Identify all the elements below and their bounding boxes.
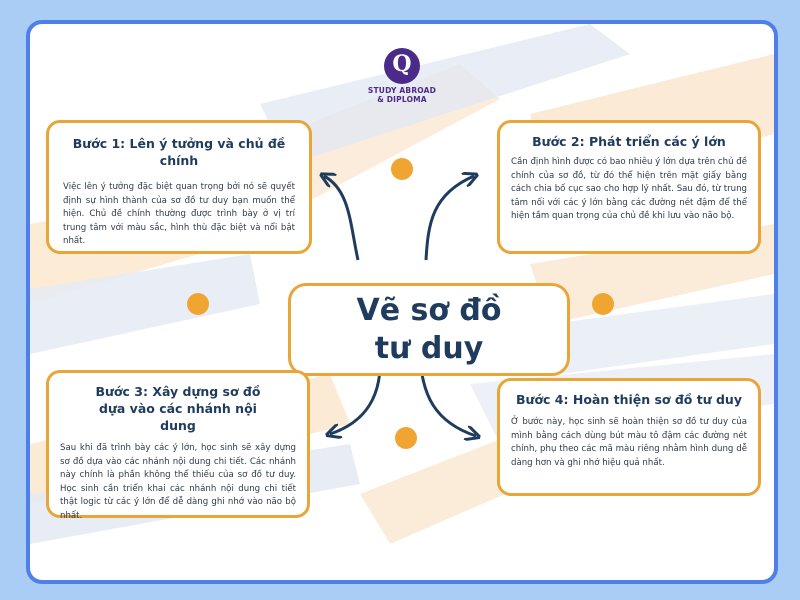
brand-logo: Q STUDY ABROAD & DIPLOMA bbox=[363, 48, 441, 104]
logo-mark: Q bbox=[392, 51, 412, 77]
central-topic: Vẽ sơ đồ tư duy bbox=[288, 283, 570, 376]
dot-top bbox=[391, 158, 413, 180]
dot-right bbox=[592, 293, 614, 315]
logo-emblem: Q bbox=[384, 48, 420, 84]
step-2-card: Bước 2: Phát triển các ý lớn Cần định hì… bbox=[497, 120, 761, 254]
step-1-body: Việc lên ý tưởng đặc biệt quan trọng bởi… bbox=[63, 182, 295, 247]
diagram-frame: Q STUDY ABROAD & DIPLOMA Bước 1: Lên ý t… bbox=[26, 20, 778, 584]
dot-left bbox=[187, 293, 209, 315]
step-1-title: Bước 1: Lên ý tưởng và chủ đề chính bbox=[72, 136, 286, 168]
step-2-title: Bước 2: Phát triển các ý lớn bbox=[532, 134, 726, 149]
step-4-title: Bước 4: Hoàn thiện sơ đồ tư duy bbox=[516, 392, 742, 407]
logo-name-line2: & DIPLOMA bbox=[377, 95, 427, 104]
dot-bottom bbox=[395, 427, 417, 449]
step-4-body: Ở bước này, học sinh sẽ hoàn thiện sơ đồ… bbox=[511, 417, 747, 468]
logo-name-line1: STUDY ABROAD bbox=[367, 86, 437, 95]
central-topic-line2: tư duy bbox=[374, 331, 484, 366]
arrow-to-step-1 bbox=[324, 176, 360, 261]
central-topic-line1: Vẽ sơ đồ bbox=[356, 293, 502, 328]
step-3-card: Bước 3: Xây dựng sơ đồ dựa vào các nhánh… bbox=[46, 370, 310, 521]
step-3-title: Bước 3: Xây dựng sơ đồ dựa vào các nhánh… bbox=[95, 384, 261, 433]
arrow-to-step-2 bbox=[424, 176, 474, 261]
step-2-body: Cần định hình được có bao nhiêu ý lớn dự… bbox=[511, 157, 747, 222]
step-1-card: Bước 1: Lên ý tưởng và chủ đề chính Việc… bbox=[46, 120, 312, 254]
step-3-body: Sau khi đã trình bày các ý lớn, học sinh… bbox=[60, 443, 296, 521]
step-4-card: Bước 4: Hoàn thiện sơ đồ tư duy Ở bước n… bbox=[497, 378, 761, 496]
